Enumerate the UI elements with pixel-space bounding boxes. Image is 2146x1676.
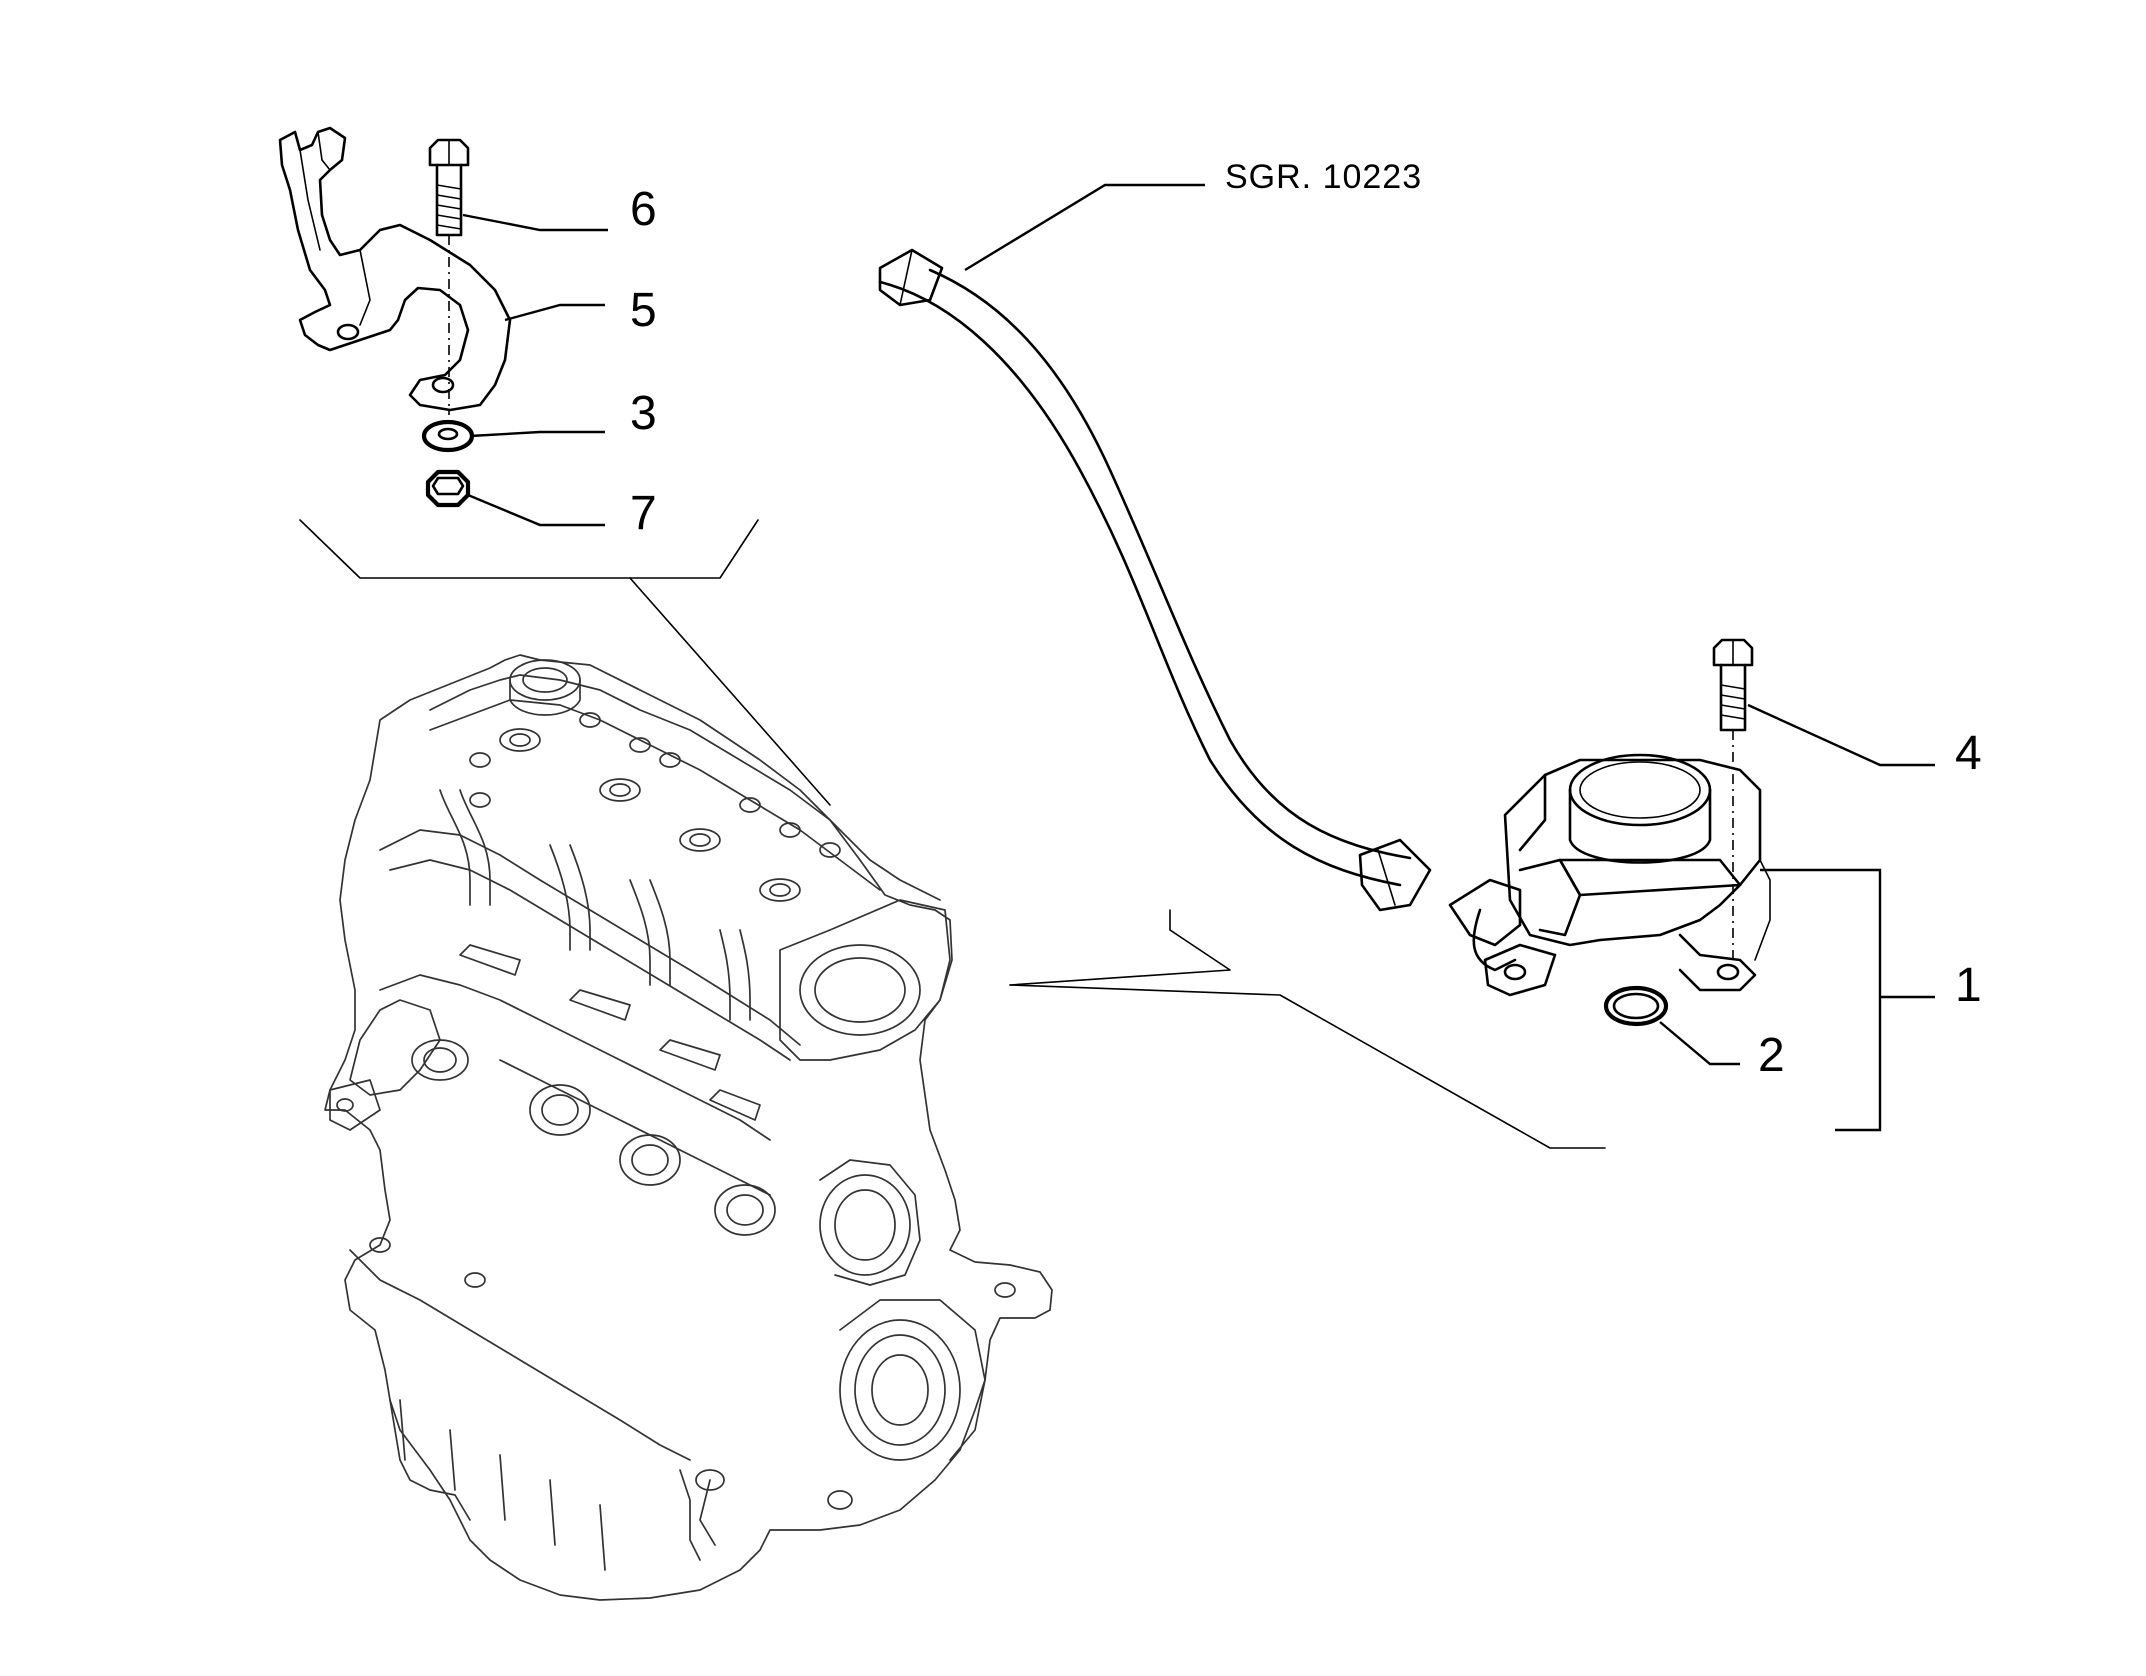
- breather-hose: [878, 248, 1432, 912]
- engine-block: [324, 654, 1053, 1601]
- callout-6: 6: [630, 183, 657, 236]
- callout-4: 4: [1955, 727, 1982, 780]
- washer-part-3: [421, 419, 475, 453]
- callout-3: 3: [630, 387, 657, 440]
- callout-2: 2: [1758, 1029, 1785, 1082]
- bolt-part-4: [1712, 638, 1754, 960]
- callout-1: 1: [1955, 959, 1982, 1012]
- o-ring-part-2: [1603, 985, 1669, 1027]
- bolt-part-6: [428, 138, 470, 415]
- nut-part-7: [425, 469, 471, 508]
- reference-label: SGR. 10223: [1225, 158, 1423, 196]
- guide-lines: [299, 519, 1606, 1149]
- callout-7: 7: [630, 487, 657, 540]
- oil-separator-part-1: [1448, 753, 1771, 997]
- leader-lines: [462, 183, 1935, 1132]
- bracket-part-5: [278, 126, 512, 412]
- callout-5: 5: [630, 284, 657, 337]
